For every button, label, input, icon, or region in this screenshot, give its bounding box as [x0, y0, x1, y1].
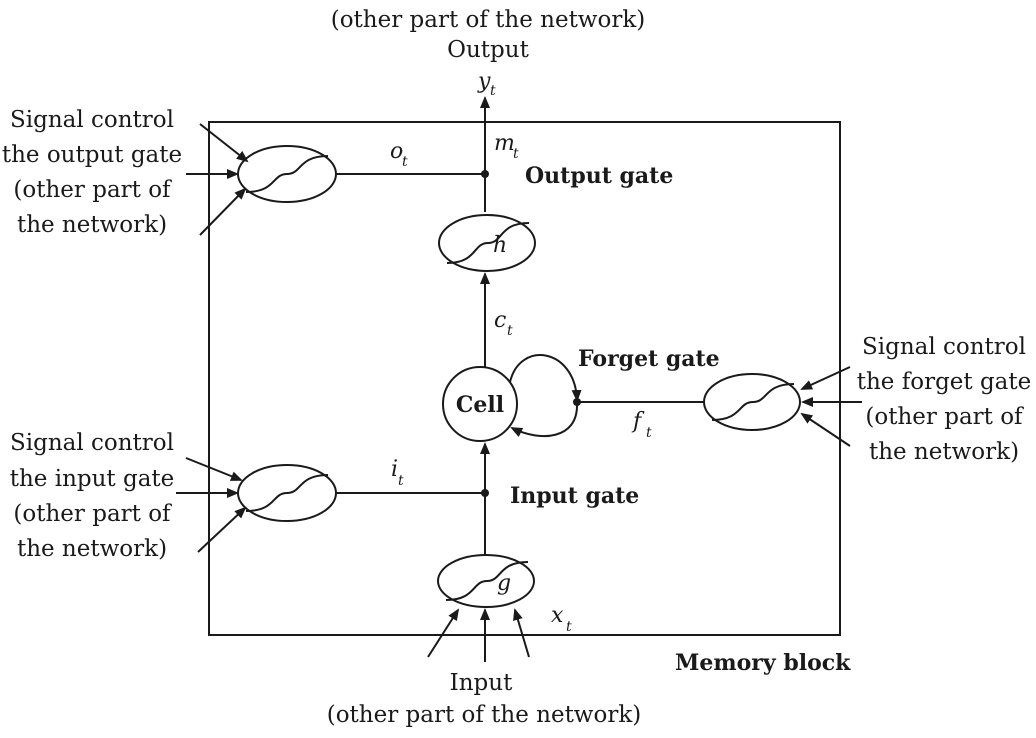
output-variable-y-subscript: t: [490, 83, 496, 99]
output-destination-label: (other part of the network): [331, 7, 646, 33]
forget-gate-input-arrow-1: [800, 366, 851, 390]
output-variable-y: y: [477, 69, 491, 94]
i-variable: i: [391, 457, 398, 482]
forget-gate-label: Forget gate: [578, 346, 720, 372]
input-gate-signal-line-4: the network): [17, 536, 167, 562]
output-gate-signal-line-3: (other part of: [13, 177, 172, 203]
c-variable: c: [494, 308, 506, 333]
h-activation-curve: [446, 222, 530, 264]
m-variable-subscript: t: [513, 146, 519, 162]
forget-gate-signal-line-1: Signal control: [862, 334, 1026, 360]
x-variable: x: [551, 603, 564, 628]
input-gate-signal-line-1: Signal control: [10, 430, 174, 456]
output-gate-signal-line-4: the network): [17, 212, 167, 238]
output-gate-signal-line-2: the output gate: [2, 142, 182, 168]
g-activation-curve: [445, 561, 529, 601]
input-gate-input-arrow-3: [197, 506, 247, 553]
output-gate-input-arrow-1: [199, 123, 249, 163]
c-variable-subscript: t: [507, 323, 513, 339]
input-source-label: (other part of the network): [327, 702, 642, 728]
forget-loop-top: [509, 354, 582, 402]
output-gate-signal-line-1: Signal control: [10, 107, 174, 133]
o-variable: o: [390, 139, 403, 164]
input-gate-sigmoid-curve: [245, 474, 329, 512]
cell-node: [442, 366, 518, 442]
memory-block-label: Memory block: [675, 650, 851, 676]
cell-label: Cell: [456, 392, 504, 418]
output-gate-label: Output gate: [525, 163, 673, 189]
input-gate-input-arrow-1: [185, 457, 243, 481]
g-variable: g: [497, 571, 511, 596]
x-variable-subscript: t: [566, 619, 572, 635]
output-gate-junction: [481, 170, 489, 178]
output-label: Output: [447, 37, 529, 63]
forget-loop-bottom: [510, 403, 579, 438]
input-arrow-3: [513, 608, 530, 658]
forget-gate-sigmoid-curve: [711, 383, 795, 421]
forget-gate-signal-line-4: the network): [869, 439, 1019, 465]
i-variable-subscript: t: [398, 473, 404, 489]
o-variable-subscript: t: [402, 154, 408, 170]
input-gate-signal-line-2: the input gate: [10, 466, 175, 492]
m-variable: m: [494, 131, 515, 156]
input-gate-signal-line-3: (other part of: [13, 501, 172, 527]
forget-gate-signal-line-3: (other part of: [865, 404, 1024, 430]
input-arrow-1: [427, 608, 460, 658]
f-variable: f: [631, 409, 645, 434]
forget-gate-signal-line-2: the forget gate: [857, 369, 1032, 395]
output-gate-sigmoid-curve: [245, 155, 329, 193]
forget-gate-input-arrow-3: [800, 412, 851, 447]
input-gate-label: Input gate: [510, 483, 639, 509]
input-label: Input: [450, 670, 513, 696]
f-variable-subscript: t: [646, 425, 652, 441]
memory-block-border: [208, 121, 841, 636]
h-variable: h: [493, 233, 507, 258]
output-gate-input-arrow-3: [199, 187, 247, 236]
